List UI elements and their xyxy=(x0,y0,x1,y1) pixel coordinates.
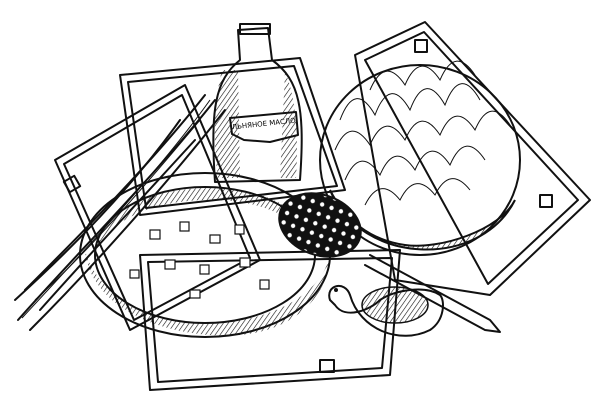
salad-bowl xyxy=(319,60,521,256)
napkin-back xyxy=(119,57,346,216)
bottle-label xyxy=(229,111,299,143)
ladle-spoon xyxy=(278,192,501,333)
bird-salt-cellar xyxy=(328,285,444,337)
oil-bottle: ЛЬНЯНОЕ МАСЛО xyxy=(212,23,303,183)
pan-food-pieces xyxy=(129,221,270,299)
